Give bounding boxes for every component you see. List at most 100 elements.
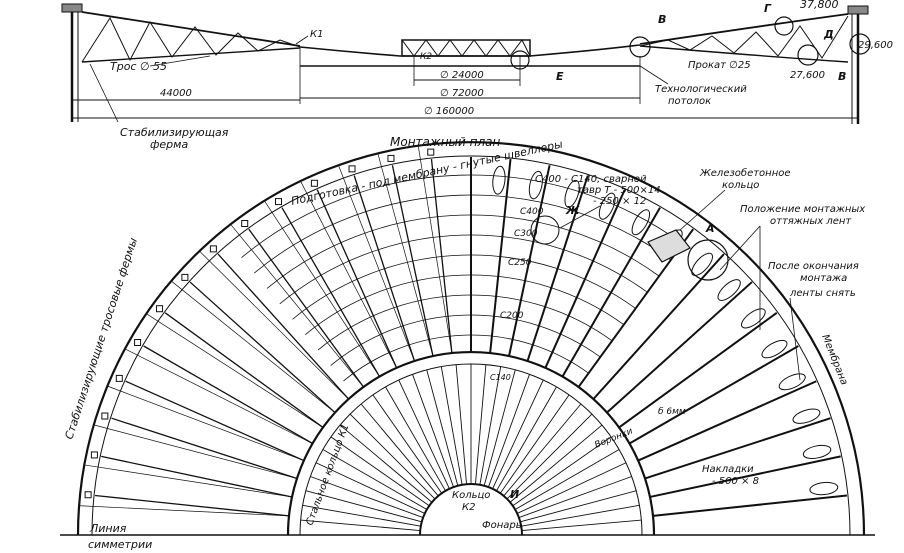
radial-rib [561, 207, 661, 378]
tech-ceiling-2: потолок [668, 96, 711, 107]
leader-mount-1 [719, 225, 761, 271]
radial-rib [508, 165, 551, 357]
zh-callout [530, 215, 560, 245]
ring-k2 [419, 483, 523, 536]
radial-rib [606, 281, 753, 414]
inner-spoke [521, 504, 640, 527]
right-truss-bottom-chord [639, 45, 849, 63]
rim-marker [156, 305, 164, 313]
radial-rib [143, 345, 313, 445]
left-support-cap [61, 3, 83, 13]
rim-marker [348, 165, 356, 173]
inner-spoke [474, 364, 487, 485]
membrane-line [299, 44, 641, 57]
c200-label: С200 [500, 311, 524, 321]
after-3: ленты снять [789, 288, 856, 299]
dim-24000: ∅ 24000 [440, 70, 484, 81]
sym-1: Линия [89, 522, 127, 535]
truss-chord [230, 224, 364, 388]
leader-tech [639, 65, 669, 85]
inner-spoke [518, 476, 632, 518]
elev-29600: 29,600 [858, 40, 893, 51]
rim-marker [427, 148, 435, 156]
tech-ceiling-1: Технологический [655, 84, 747, 95]
dim-44000: 44000 [160, 88, 192, 99]
inner-spoke [503, 403, 582, 497]
membrane-lobe [740, 308, 766, 329]
i-label: И [510, 488, 519, 501]
zh-label: Ж [565, 204, 580, 217]
membrane-lobe [717, 279, 741, 301]
rim-marker [275, 198, 282, 206]
truss-chord [377, 154, 434, 357]
radial-rib [281, 207, 381, 377]
leader-after [789, 297, 801, 381]
cross-section: Трос ∅ 55 К1 К2 В Г Д Е В 37,800 29,600 … [61, 0, 893, 151]
leader-cable [149, 55, 211, 67]
elev-37800: 37,800 [800, 0, 839, 11]
inner-spoke [479, 366, 502, 485]
radial-rib [164, 312, 324, 428]
channel-arc [317, 294, 613, 351]
radial-rib [628, 345, 799, 445]
radial-rib [489, 158, 512, 354]
callout-e-label: Е [556, 70, 564, 83]
truss-chord [146, 313, 324, 428]
inner-spoke [492, 379, 544, 489]
callout-b-label: В [658, 13, 666, 26]
lantern-web [401, 39, 531, 57]
funnels-label: Воронки [593, 426, 634, 450]
radial-rib [637, 380, 817, 462]
inner-spoke [330, 436, 430, 507]
plan-title: Монтажный план [390, 135, 500, 149]
callout-g-label: Г [764, 2, 772, 15]
inner-spoke [517, 462, 627, 514]
leader-concrete [679, 189, 726, 231]
rim-marker [209, 245, 217, 253]
ring-k2-2: К2 [462, 502, 475, 513]
membrane-lobe [528, 170, 543, 200]
c400-label: С400 [520, 207, 544, 217]
rim-marker [101, 412, 109, 420]
steel-ring-k1 [286, 350, 656, 536]
c140-label: С140 [490, 373, 511, 382]
radial-rib [101, 455, 293, 498]
truss-chord [199, 251, 349, 400]
radial-rib [592, 253, 725, 400]
radial-rib [217, 253, 350, 400]
right-support-cap [847, 5, 869, 15]
stab-truss-1: Стабилизирующая [120, 126, 229, 139]
plan-radial-elements [80, 146, 848, 532]
inner-spoke [398, 379, 450, 489]
radial-rib [248, 228, 364, 388]
radial-rib [125, 380, 305, 462]
rim-marker [181, 273, 189, 281]
a-label: А [705, 222, 715, 235]
stab-trusses-label: Стабилизирующие тросовые фермы [62, 236, 140, 441]
dim-160000: ∅ 160000 [424, 106, 474, 117]
k2-label: К2 [420, 52, 432, 62]
channel-arc [241, 174, 683, 258]
channel-arc [330, 314, 601, 366]
plan-labels: Монтажный план Подготовка - под мембрану… [62, 135, 865, 551]
inner-spoke [440, 366, 463, 485]
radial-rib [111, 417, 298, 480]
mount-pos-2: оттяжных лент [770, 216, 852, 227]
leader-truss [89, 63, 119, 123]
callout-circle-g [774, 16, 794, 36]
membrane-lobe [564, 179, 580, 208]
channel-arc [254, 194, 672, 274]
inner-spoke [360, 403, 439, 497]
outer-rim [76, 140, 866, 536]
membrane-lobe [778, 373, 806, 391]
mount-pos-1: Положение монтажных [740, 204, 865, 215]
ring-k2-1: Кольцо [452, 490, 490, 501]
inner-spoke [514, 449, 620, 510]
concrete-ring-1: Железобетонное [699, 167, 791, 179]
channel-arc [343, 334, 589, 382]
after-2: монтажа [800, 273, 847, 284]
callout-circle-d [797, 44, 819, 66]
membrane-lobe [809, 481, 839, 496]
inner-spoke [305, 490, 422, 523]
truss-chord [300, 181, 397, 368]
